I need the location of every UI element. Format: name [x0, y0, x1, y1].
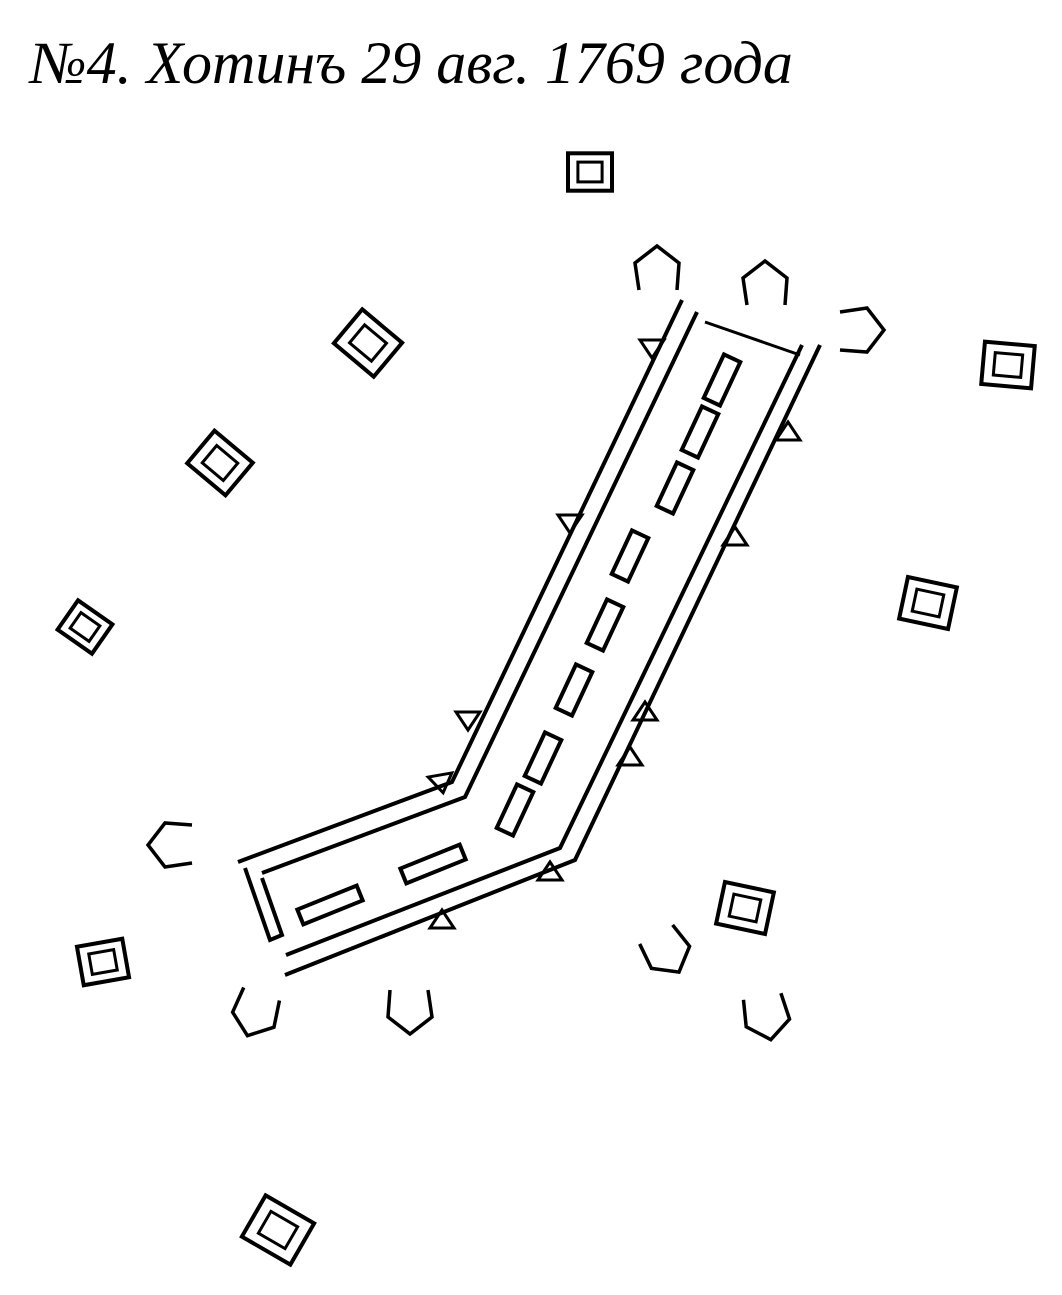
inner-unit — [553, 661, 595, 719]
inner-unit — [294, 882, 366, 928]
square-inner — [991, 350, 1025, 380]
square-inner — [347, 322, 389, 364]
formation-rear-wall — [243, 867, 285, 943]
formation-front-wall — [704, 320, 801, 357]
square-unit — [979, 339, 1037, 391]
cavalry-unit — [386, 989, 434, 1037]
cavalry-unit — [741, 992, 792, 1042]
cavalry-unit — [633, 243, 681, 291]
square-outer — [239, 1192, 317, 1268]
square-unit — [74, 936, 132, 988]
battery-marker — [615, 744, 645, 767]
square-unit — [713, 879, 777, 937]
square-outer — [713, 879, 777, 937]
cavalry-unit — [638, 923, 692, 974]
cavalry-unit — [230, 986, 282, 1038]
square-outer — [979, 339, 1037, 391]
square-inner — [256, 1209, 300, 1251]
battery-marker — [637, 338, 667, 361]
square-unit — [54, 597, 116, 657]
square-outer — [331, 306, 405, 380]
battery-marker — [427, 907, 457, 930]
inner-unit — [679, 403, 721, 461]
flank-batteries — [425, 338, 803, 930]
inner-unit — [494, 781, 536, 839]
battery-marker — [630, 699, 660, 722]
square-unit — [566, 151, 614, 193]
inner-unit — [701, 351, 743, 409]
inner-unit — [609, 527, 651, 585]
square-inner — [200, 443, 240, 483]
inner-unit — [584, 596, 626, 654]
square-inner — [910, 587, 946, 619]
inner-unit — [654, 459, 696, 517]
cavalry-unit — [741, 258, 789, 306]
square-outer — [54, 597, 116, 657]
battery-marker — [425, 770, 455, 796]
square-inner — [576, 160, 604, 184]
cavalry-unit — [839, 306, 887, 354]
square-inner — [727, 892, 763, 924]
square-inner — [68, 610, 102, 644]
formation-right-wall-outer — [284, 344, 822, 977]
square-outer — [74, 936, 132, 988]
cavalry-units — [145, 243, 887, 1042]
main-formation — [237, 299, 822, 977]
square-outer — [184, 427, 256, 499]
squares — [54, 151, 1037, 1268]
battery-marker — [720, 524, 750, 547]
inner-unit — [397, 841, 469, 887]
inner-units — [294, 351, 743, 928]
battery-marker — [535, 859, 565, 882]
square-unit — [331, 306, 405, 380]
battery-marker — [555, 513, 585, 536]
square-outer — [566, 151, 614, 193]
square-outer — [896, 574, 960, 632]
formation-right-wall-inner — [285, 344, 804, 957]
diagram-title: №4. Хотинъ 29 авг. 1769 года — [30, 30, 793, 96]
cavalry-unit — [145, 821, 193, 869]
formation-left-wall-inner — [261, 311, 699, 875]
formation-left-wall-outer — [237, 299, 684, 864]
square-unit — [184, 427, 256, 499]
square-unit — [896, 574, 960, 632]
square-unit — [239, 1192, 317, 1268]
battery-marker — [773, 419, 803, 442]
inner-unit — [522, 729, 564, 787]
square-inner — [87, 947, 119, 977]
battery-marker — [453, 710, 483, 733]
